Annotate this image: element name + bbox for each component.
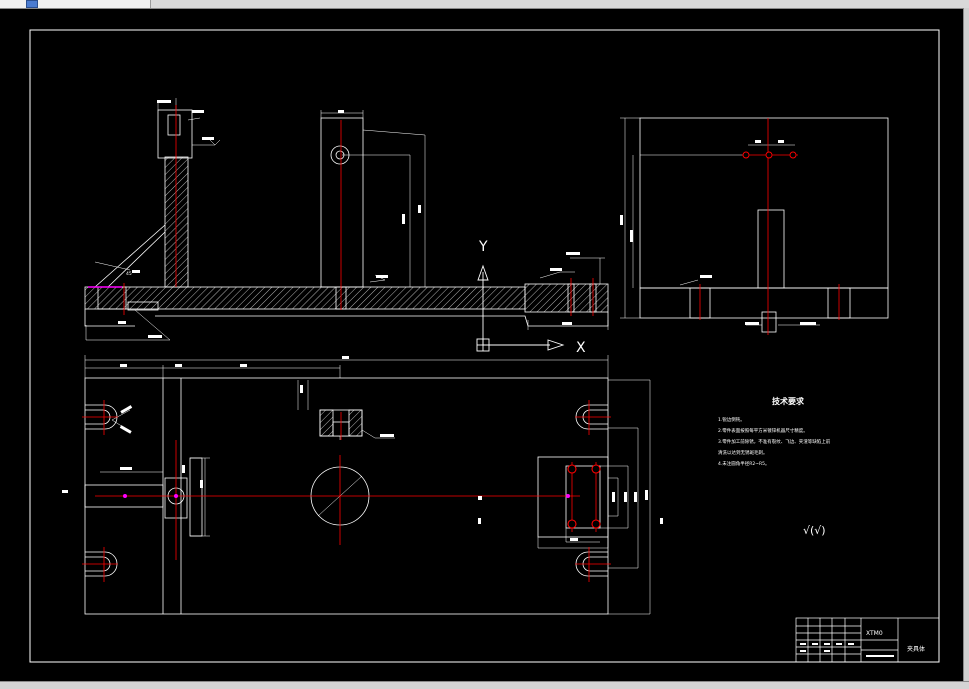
- title-block-name: 夹具体: [907, 646, 926, 653]
- technical-requirements: 技术要求 1.锐边倒钝。 2.零件表面按照每平方米镀锌机器尺寸精度。 3.零件加…: [718, 396, 868, 470]
- title-block-fill: [800, 643, 894, 657]
- sheet-border: [29, 29, 940, 663]
- side-holes: [742, 151, 797, 159]
- top-window-bar: [0, 0, 969, 9]
- y-axis-label: Y: [478, 239, 488, 255]
- tech-req-title: 技术要求: [772, 397, 804, 406]
- plan-dim-labels: [62, 356, 663, 541]
- tech-req-line-4: 清洗以达到无锈斑毛刺。: [718, 451, 768, 456]
- tech-req-line-3: 3.零件加工前除锈，不准有裂纹、飞边、夹渣等缺陷上前: [718, 440, 831, 445]
- title-block-code: XTM0: [866, 630, 883, 637]
- side-dim-labels: [620, 140, 816, 325]
- front-centerlines: [123, 105, 594, 316]
- drawing-tab[interactable]: [0, 0, 151, 8]
- tech-req-line-2: 2.零件表面按照每平方米镀锌机器尺寸精度。: [718, 429, 808, 434]
- cad-drawing: Y X: [29, 29, 940, 663]
- tech-req-line-5: 4.未注圆角半径R2~R5。: [718, 462, 770, 467]
- drawing-tab-icon: [26, 0, 38, 8]
- plan-bolt-holes: [567, 464, 601, 529]
- side-centerlines: [699, 118, 840, 335]
- front-section-view: [84, 98, 609, 341]
- plan-view: [84, 355, 651, 615]
- section-angle: 45°: [126, 271, 134, 277]
- ucs-axis-indicator: [476, 264, 565, 352]
- tech-req-line-1: 1.锐边倒钝。: [718, 418, 745, 423]
- title-block: [795, 617, 940, 663]
- roughness-symbol: √(√): [803, 524, 826, 537]
- front-dim-labels: [118, 100, 580, 338]
- side-view: [620, 117, 889, 333]
- horizontal-scrollbar[interactable]: [0, 681, 969, 689]
- plan-markers: [123, 494, 570, 498]
- x-axis-label: X: [576, 340, 586, 356]
- cad-canvas[interactable]: Y X: [0, 8, 964, 682]
- vertical-scrollbar[interactable]: [963, 8, 969, 681]
